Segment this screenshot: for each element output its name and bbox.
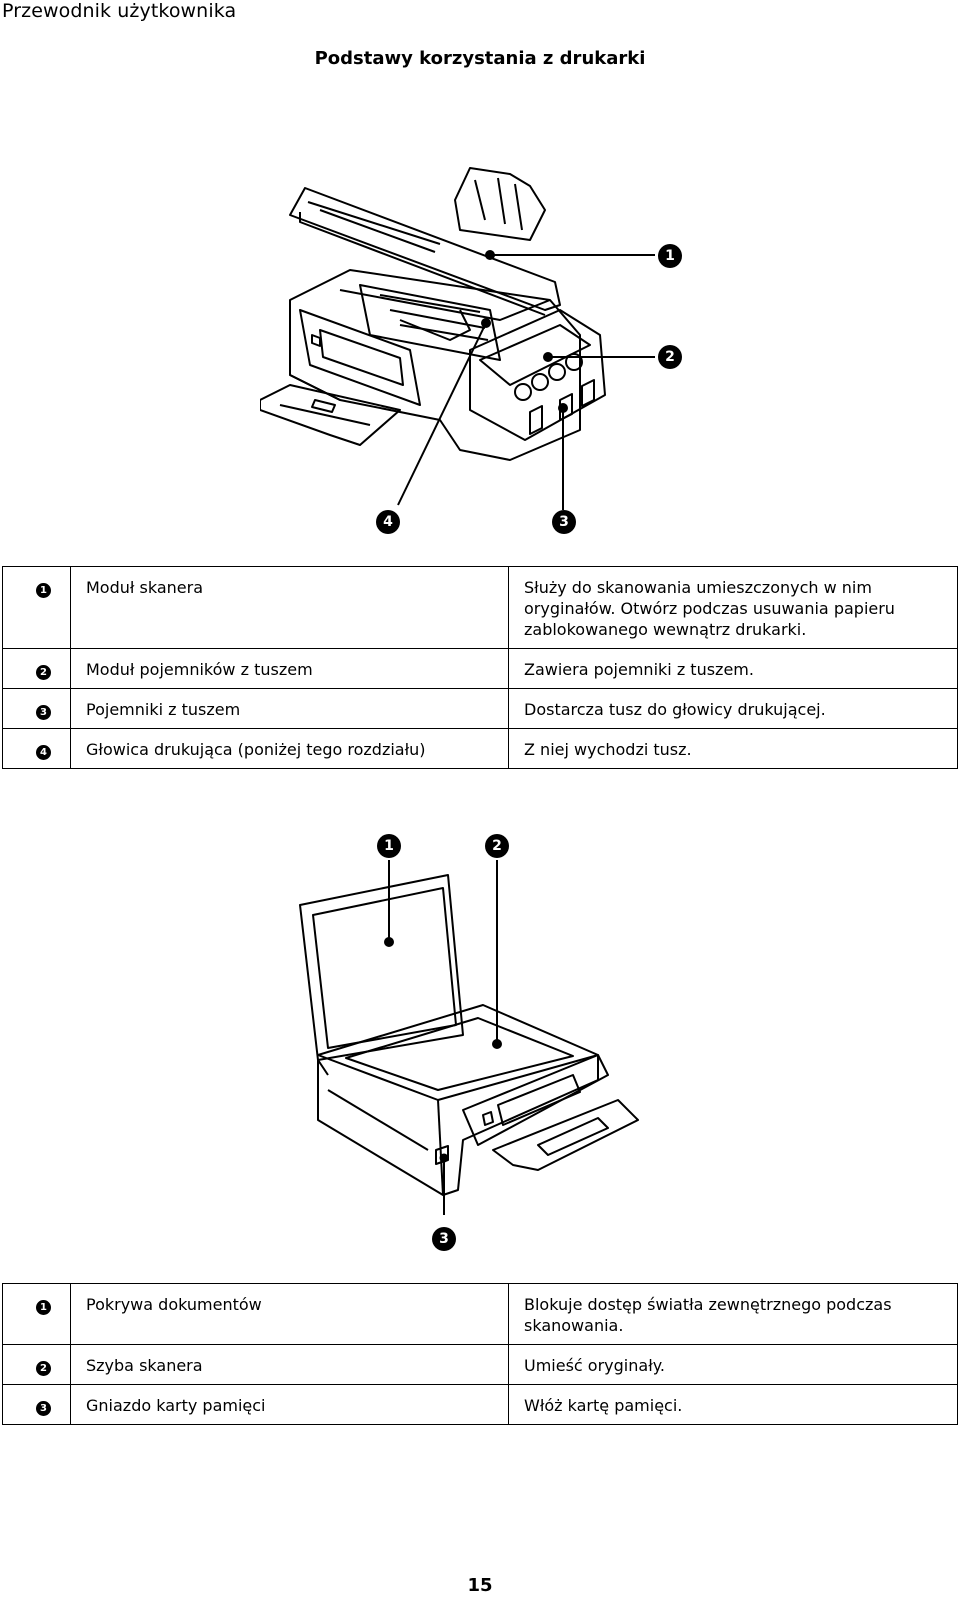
callout-1: 1 [377,834,401,858]
callout-3: 3 [552,510,576,534]
part-description: Blokuje dostęp światła zewnętrznego podc… [508,1283,958,1345]
part-name: Głowica drukująca (poniżej tego rozdział… [70,728,509,769]
callout-2: 2 [485,834,509,858]
part-name: Moduł pojemników z tuszem [70,648,509,689]
part-name: Pojemniki z tuszem [70,688,509,729]
part-name: Gniazdo karty pamięci [70,1384,509,1425]
page-number: 15 [467,1575,493,1596]
printer-open-illustration [260,160,720,520]
scanner-open-illustration [298,860,658,1220]
table-row: 3 Pojemniki z tuszem Dostarcza tusz do g… [2,688,958,729]
row-number: 2 [36,665,51,680]
row-number: 3 [36,1401,51,1416]
row-number: 1 [36,583,51,598]
table-row: 4 Głowica drukująca (poniżej tego rozdzi… [2,728,958,769]
table-row: 2 Moduł pojemników z tuszem Zawiera poje… [2,648,958,689]
table-row: 1 Moduł skanera Służy do skanowania umie… [2,566,958,649]
part-description: Służy do skanowania umieszczonych w nim … [508,566,958,649]
part-description: Dostarcza tusz do głowicy drukującej. [508,688,958,729]
row-number: 1 [36,1300,51,1315]
part-description: Umieść oryginały. [508,1344,958,1385]
document-header: Przewodnik użytkownika [2,0,237,22]
table-row: 2 Szyba skanera Umieść oryginały. [2,1344,958,1385]
row-number: 4 [36,745,51,760]
part-name: Moduł skanera [70,566,509,649]
callout-4: 4 [376,510,400,534]
part-name: Szyba skanera [70,1344,509,1385]
parts-table-1: 1 Moduł skanera Służy do skanowania umie… [2,566,958,769]
parts-table-2: 1 Pokrywa dokumentów Blokuje dostęp świa… [2,1283,958,1425]
callout-2: 2 [658,345,682,369]
callout-3: 3 [432,1227,456,1251]
part-name: Pokrywa dokumentów [70,1283,509,1345]
part-description: Z niej wychodzi tusz. [508,728,958,769]
part-description: Zawiera pojemniki z tuszem. [508,648,958,689]
table-row: 3 Gniazdo karty pamięci Włóż kartę pamię… [2,1384,958,1425]
table-row: 1 Pokrywa dokumentów Blokuje dostęp świa… [2,1283,958,1345]
row-number: 3 [36,705,51,720]
section-title: Podstawy korzystania z drukarki [314,48,646,69]
callout-1: 1 [658,244,682,268]
part-description: Włóż kartę pamięci. [508,1384,958,1425]
row-number: 2 [36,1361,51,1376]
